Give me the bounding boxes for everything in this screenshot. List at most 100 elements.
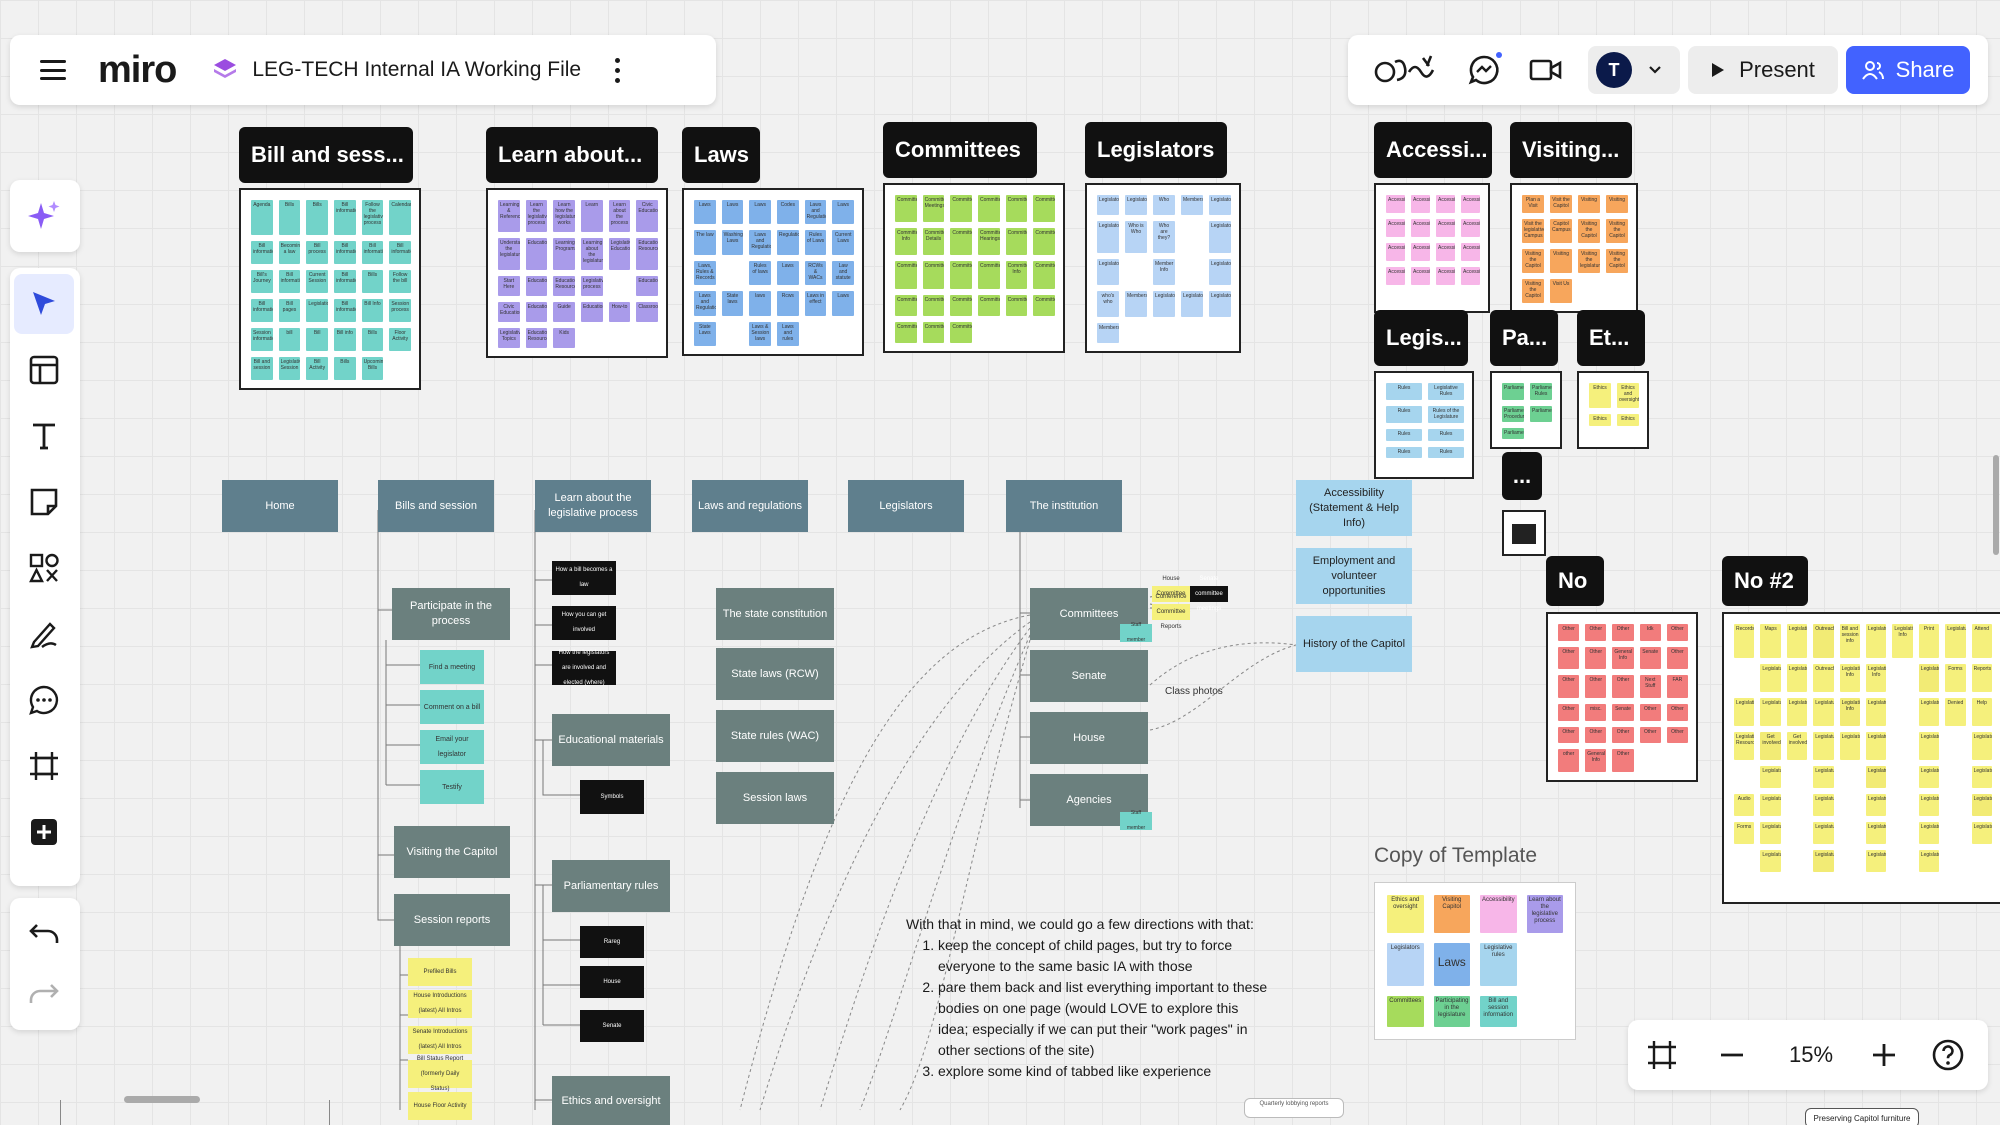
sticky-note[interactable]: Forms — [1734, 822, 1755, 844]
sticky-note[interactable]: Legislators — [1387, 942, 1424, 987]
sticky-note[interactable] — [1527, 943, 1564, 987]
ia-child-node[interactable]: House — [580, 966, 644, 998]
sticky-note[interactable]: Outreach — [1813, 624, 1834, 658]
sticky-note[interactable]: The law — [694, 230, 716, 255]
sticky-note[interactable]: Legislature — [1865, 732, 1887, 760]
sticky-note[interactable]: Bill pages — [278, 299, 301, 322]
sticky-note[interactable]: Legislature — [1865, 850, 1887, 872]
sticky-note[interactable]: Bill process — [306, 241, 328, 264]
sticky-note[interactable]: Outreach — [1813, 664, 1834, 692]
sticky-note[interactable]: Visiting — [1578, 195, 1600, 213]
sticky-note[interactable]: Follow the bill — [389, 270, 411, 293]
sticky-note[interactable]: Attend — [1971, 624, 1992, 658]
ia-child-node[interactable]: Symbols — [580, 780, 644, 814]
sticky-note[interactable]: Reports — [1971, 664, 1992, 692]
sticky-note[interactable]: Parliamentary Rules — [1530, 383, 1552, 400]
sticky-note[interactable]: Other — [1639, 726, 1661, 744]
sticky-note[interactable]: Other — [1558, 624, 1580, 641]
frame-title[interactable]: ... — [1502, 452, 1542, 500]
sticky-note[interactable]: Education — [580, 302, 603, 322]
zoom-in-icon[interactable] — [1864, 1035, 1904, 1075]
sticky-note[interactable]: Law and statute — [832, 260, 854, 286]
sticky-note[interactable]: Maps — [1760, 624, 1781, 658]
sticky-note[interactable]: Legislative Info — [1865, 664, 1887, 692]
sticky-note[interactable]: Bill information — [278, 270, 301, 293]
sticky-note[interactable]: Forms — [1945, 664, 1966, 692]
ia-child-node[interactable]: Conference Committee Reports — [1152, 594, 1190, 630]
sticky-note[interactable]: Legislature — [1865, 766, 1887, 788]
sticky-note[interactable]: Bill information — [361, 241, 384, 264]
ia-side-node[interactable]: Employment and volunteer opportunities — [1296, 548, 1412, 604]
ia-child-node[interactable]: Comment on a bill — [420, 690, 484, 724]
sticky-note[interactable]: Accessibility — [1461, 267, 1480, 285]
sticky-note[interactable]: Legislators — [1097, 221, 1119, 253]
sticky-note[interactable]: Laws — [1433, 942, 1470, 987]
select-tool-icon[interactable] — [14, 274, 74, 334]
staff-member-note[interactable]: Staff member — [1120, 810, 1152, 831]
sticky-note[interactable]: State laws — [721, 291, 744, 316]
ia-child-node[interactable]: How you can get involved — [552, 606, 616, 640]
sticky-note[interactable]: Committees — [895, 195, 917, 223]
sticky-note[interactable]: Legislature — [1971, 732, 1992, 760]
sticky-note[interactable]: Legislature — [1760, 822, 1781, 844]
sticky-note[interactable]: Parliamentary — [1530, 405, 1552, 423]
frame-legislators[interactable]: LegislatorsLegislatorsWhoMembersLegislat… — [1085, 183, 1241, 353]
sticky-note[interactable]: Legislative Topics — [498, 328, 520, 348]
ia-child-node[interactable]: House Floor Activity — [408, 1092, 472, 1120]
present-button[interactable]: Present — [1688, 46, 1838, 94]
ia-top-node[interactable]: Home — [222, 480, 338, 532]
sticky-note[interactable]: Classroom — [636, 302, 658, 322]
sticky-note[interactable]: Understanding the legislature — [498, 238, 520, 270]
sticky-note[interactable]: Accessibility — [1436, 243, 1455, 261]
sticky-note[interactable]: Laws — [749, 200, 771, 225]
frame-title[interactable]: Et... — [1577, 310, 1645, 366]
sticky-note[interactable]: Legislative rules — [1480, 942, 1517, 987]
ia-side-node[interactable]: Accessibility (Statement & Help Info) — [1296, 480, 1412, 536]
sticky-note[interactable]: Laws and Regulations — [749, 230, 771, 255]
sticky-note[interactable]: Legislature — [1971, 794, 1992, 816]
ia-side-node[interactable]: History of the Capitol — [1296, 616, 1412, 672]
sticky-note[interactable]: Legislative process — [580, 276, 603, 296]
ia-top-node[interactable]: Legislators — [848, 480, 964, 532]
sticky-note[interactable]: Legislature — [1786, 698, 1808, 726]
sticky-note[interactable]: Who — [1153, 195, 1175, 215]
frame-dots[interactable] — [1502, 510, 1546, 556]
sticky-note[interactable]: Committee Info — [895, 228, 917, 256]
sticky-note[interactable]: Bill info — [333, 328, 356, 351]
sticky-note[interactable]: Ethics and oversight — [1617, 383, 1639, 408]
sticky-note[interactable]: Other — [1612, 726, 1634, 744]
sticky-note[interactable]: Legislature — [1918, 822, 1940, 844]
sticky-note[interactable]: Bills — [306, 200, 328, 235]
sticky-note[interactable]: Committees — [950, 228, 972, 256]
sticky-note[interactable]: Education Resources — [553, 276, 575, 296]
sticky-note[interactable]: Committees — [977, 261, 1000, 289]
sticky-note[interactable]: Legislation — [1786, 624, 1808, 658]
sticky-note[interactable]: Legislature — [1839, 732, 1860, 760]
sticky-note[interactable]: Bill and session information — [1480, 996, 1517, 1027]
sticky-note[interactable]: Plan a Visit — [1522, 195, 1544, 213]
sticky-note[interactable]: Rules of Laws — [804, 230, 827, 255]
sticky-note[interactable]: FAR — [1666, 675, 1688, 698]
sticky-note[interactable]: Legislature — [1865, 794, 1887, 816]
sticky-note[interactable]: Accessibility — [1480, 895, 1517, 933]
sticky-note[interactable]: Regulations — [776, 230, 799, 255]
sticky-note[interactable]: Legislative Session — [278, 357, 301, 380]
sticky-note[interactable]: Calendar — [389, 200, 411, 235]
sticky-note[interactable] — [1512, 524, 1536, 544]
horizontal-scrollbar[interactable] — [124, 1096, 200, 1103]
ia-top-node[interactable]: Learn about the legislative process — [535, 480, 651, 532]
ia-top-node[interactable]: The institution — [1006, 480, 1122, 532]
user-menu[interactable]: T — [1588, 46, 1680, 94]
ia-node[interactable]: State rules (WAC) — [716, 710, 834, 762]
ia-child-node[interactable]: How a bill becomes a law — [552, 561, 616, 595]
ia-node[interactable]: Educational materials — [552, 714, 670, 766]
sticky-note[interactable]: Senate — [1612, 703, 1634, 721]
sticky-note[interactable]: Rules — [1428, 429, 1464, 441]
sticky-note[interactable]: Participating in the legislature — [1433, 996, 1470, 1027]
sticky-note[interactable]: Current Laws — [832, 230, 854, 255]
sticky-note[interactable]: Committees — [977, 195, 1000, 223]
sticky-note[interactable]: Becoming a law — [278, 241, 301, 264]
